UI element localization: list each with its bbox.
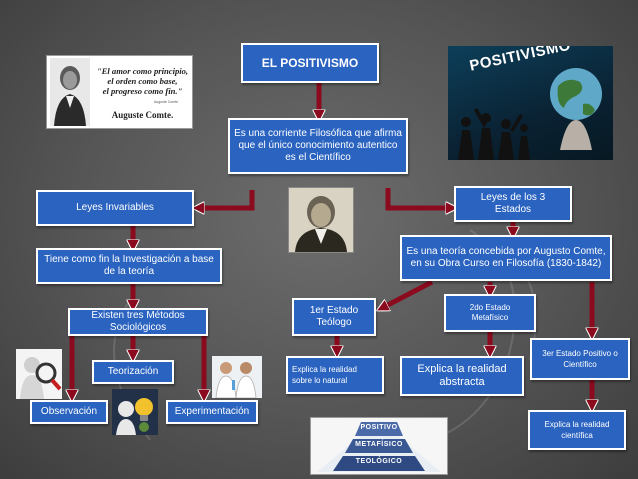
pyramid-bottom-label: TEOLÓGICO [355, 458, 403, 465]
experimentacion-box: Experimentación [166, 400, 258, 424]
tres-metodos-box: Existen tres Métodos Sociológicos [68, 308, 208, 336]
definition-box: Es una corriente Filosófica que afirma q… [228, 118, 408, 174]
experimentacion-text: Experimentación [174, 406, 250, 417]
explica-3-text: Explica la realidad científica [544, 420, 610, 440]
explica-1-text: Explica la realidad sobre lo natural [292, 365, 357, 385]
leyes-tres-estados-box: Leyes de los 3 Estados [454, 186, 572, 222]
quote-line-1: "El amor como principio, [96, 66, 189, 76]
globe-illustration [458, 68, 602, 160]
quote-line-2: el orden como base, [107, 76, 178, 86]
pyramid-image: POSITIVO METAFÍSICO TEOLÓGICO [310, 417, 448, 475]
observacion-text: Observación [40, 406, 98, 417]
teorizacion-text: Teorización [107, 366, 159, 377]
magnifier-person-illustration [20, 357, 62, 399]
pyramid-illustration [317, 420, 441, 472]
teorizacion-box: Teorización [92, 360, 174, 384]
positivismo-globe-image: POSITIVISMO [448, 46, 613, 160]
arrow-teoria-estado1 [382, 279, 434, 308]
estado-1-text: 1er Estado Teólogo [309, 305, 359, 328]
leyes-invariables-text: Leyes Invariables [76, 202, 154, 213]
tiene-como-fin-box: Tiene como fin la Investigación a base d… [36, 248, 222, 284]
definition-text: Es una corriente Filosófica que afirma q… [234, 128, 402, 163]
laboratory-illustration [212, 356, 262, 398]
estado-3-text: 3er Estado Positivo o Científico [542, 349, 618, 369]
pyramid-top-label: POSITIVO [360, 424, 398, 431]
title-text: EL POSITIVISMO [261, 56, 359, 70]
magnifier-person-image [16, 349, 62, 399]
comte-quote-image: "El amor como principio, el orden como b… [46, 55, 193, 129]
thinker-image [112, 389, 158, 435]
explica-3-box: Explica la realidad científica [528, 410, 626, 450]
arrow-to-leyes-tres [385, 188, 452, 208]
explica-2-text: Explica la realidad abstracta [417, 363, 507, 388]
thinker-illustration [112, 389, 158, 435]
comte-portrait-illustration [289, 188, 353, 252]
arrow-to-leyes-invariables [198, 190, 255, 208]
quote-source: Auguste Comte [153, 100, 179, 104]
estado-2-box: 2do Estado Metafísico [444, 294, 536, 332]
tres-metodos-text: Existen tres Métodos Sociológicos [91, 310, 185, 333]
quote-author: Auguste Comte. [111, 110, 174, 120]
leyes-tres-estados-text: Leyes de los 3 Estados [480, 192, 546, 215]
quote-line-3: el progreso como fin." [102, 86, 183, 96]
teoria-concebida-text: Es una teoría concebida por Augusto Comt… [406, 246, 606, 269]
explica-1-box: Explica la realidad sobre lo natural [286, 356, 384, 394]
teoria-concebida-box: Es una teoría concebida por Augusto Comt… [400, 235, 612, 281]
comte-portrait-small [50, 58, 90, 126]
explica-2-box: Explica la realidad abstracta [400, 356, 524, 396]
observacion-box: Observación [30, 400, 108, 424]
estado-3-box: 3er Estado Positivo o Científico [530, 338, 630, 380]
pyramid-middle-label: METAFÍSICO [355, 441, 403, 448]
comte-portrait-center [288, 187, 354, 253]
estado-2-text: 2do Estado Metafísico [469, 303, 511, 322]
estado-1-box: 1er Estado Teólogo [292, 298, 376, 336]
tiene-como-fin-text: Tiene como fin la Investigación a base d… [44, 254, 214, 277]
leyes-invariables-box: Leyes Invariables [36, 190, 194, 226]
laboratory-image [212, 356, 262, 398]
title-box: EL POSITIVISMO [241, 43, 379, 83]
